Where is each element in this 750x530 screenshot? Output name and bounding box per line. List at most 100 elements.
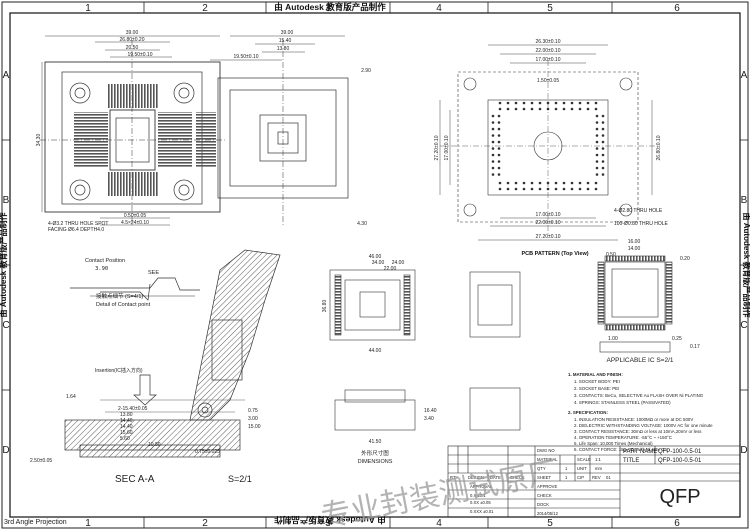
pcb-pad bbox=[498, 107, 502, 111]
pcb-pad bbox=[538, 181, 542, 185]
tb-design-label: DESIGN bbox=[468, 475, 484, 480]
sec-dim-5: 15.60 bbox=[120, 430, 133, 436]
top-view-pins-right bbox=[158, 112, 192, 168]
sec-dim-4: 14.40 bbox=[120, 424, 133, 430]
pcb-pad bbox=[601, 140, 605, 144]
note-2-1: 1. INSULATION RESISTANCE: 1000MΩ or more… bbox=[574, 417, 693, 422]
col-label-4-top: 4 bbox=[436, 3, 442, 14]
top-view-pins-bottom bbox=[108, 172, 158, 196]
hole-note-1: 4-Ø3.2 THRU HOLE SPOT bbox=[48, 221, 108, 227]
dimensions-caption-cn: 外形尺寸图 bbox=[361, 449, 389, 457]
pcb-pad bbox=[562, 107, 566, 111]
applicable-ic-view bbox=[597, 255, 673, 353]
pcb-pad bbox=[595, 127, 599, 131]
pcb-pad bbox=[595, 160, 599, 163]
sec-dim-3: 14.40 bbox=[120, 418, 133, 424]
section-caption: SEC A-A bbox=[115, 474, 155, 485]
insertion-label: Insertion(IC插入方向) bbox=[95, 367, 143, 374]
pcb-dim-width: 26.30±0.10 bbox=[536, 39, 561, 45]
note-1-4: 4. SPRINGS: STAINLESS STEEL (PASSIVATED) bbox=[574, 400, 671, 405]
pcb-pad bbox=[578, 101, 582, 105]
left-dim-height: 34.30 bbox=[36, 134, 42, 147]
pcb-pad bbox=[594, 181, 598, 185]
note-2-4: 4. OPERATION TEMPERATURE: -55°C ~ +150°C bbox=[574, 435, 672, 440]
edu-stamp-right: 由 Autodesk 教育版产品制作 bbox=[742, 213, 750, 318]
pcb-pad bbox=[586, 181, 590, 185]
tb-part-name: QFP-100-0.5-01 bbox=[658, 449, 702, 455]
pcb-pad bbox=[595, 147, 599, 150]
pcb-pad bbox=[498, 101, 502, 105]
tb-scale-value: 1:1 bbox=[595, 457, 601, 462]
ic-dim-2: 14.00 bbox=[628, 246, 641, 252]
row-label-a-left: A bbox=[3, 70, 10, 81]
pcb-pad bbox=[491, 173, 495, 176]
pcb-pad bbox=[601, 127, 605, 131]
row-label-d-right: D bbox=[740, 445, 747, 456]
tb-dwg-no-label: DWG NO bbox=[537, 448, 555, 453]
notes-heading-2: 2. SPECIFICATION: bbox=[568, 410, 608, 415]
col-label-4-bottom: 4 bbox=[436, 518, 442, 529]
pcb-pad bbox=[538, 101, 542, 105]
col-label-5-top: 5 bbox=[547, 3, 553, 14]
pcb-pad bbox=[522, 101, 526, 105]
contact-title: Contact Position bbox=[85, 258, 125, 264]
pcb-pad bbox=[522, 187, 526, 191]
pcb-pad bbox=[491, 153, 495, 157]
col-label-3-bottom: 3 bbox=[325, 518, 331, 529]
ic-dim-6: 0.25 bbox=[672, 336, 682, 342]
pcb-pad bbox=[506, 101, 510, 105]
dim-view-left: 36.80 bbox=[322, 300, 328, 313]
pcb-dim-bottom-3: 27.20±0.10 bbox=[536, 234, 561, 240]
pcb-pattern-view bbox=[440, 60, 655, 235]
pcb-pad bbox=[562, 101, 566, 105]
right-dim-outer: 15.40 bbox=[279, 38, 292, 44]
sec-dim-1: 2-15.40±0.05 bbox=[118, 406, 148, 412]
edu-stamp-left: 由 Autodesk 教育版产品制作 bbox=[0, 213, 8, 318]
note-1-1: 1. SOCKET BODY: PEI bbox=[574, 379, 620, 384]
dim-view-side-2: 3.40 bbox=[424, 416, 434, 422]
pcb-dim-right: 26.80±0.10 bbox=[656, 135, 662, 160]
pcb-pad bbox=[570, 181, 574, 185]
pcb-pad bbox=[530, 101, 534, 105]
contact-see: SEE bbox=[148, 270, 159, 276]
pcb-pad bbox=[586, 187, 590, 191]
pcb-pad bbox=[601, 121, 605, 124]
pcb-pad bbox=[506, 181, 510, 185]
tb-material-label: MATERIAL bbox=[537, 457, 558, 462]
pcb-pad bbox=[594, 107, 598, 111]
pcb-pad bbox=[491, 160, 495, 163]
pcb-pad bbox=[578, 181, 582, 185]
notes: 1. MATERIAL AND FINISH: 1. SOCKET BODY: … bbox=[568, 372, 713, 452]
tb-tolerance-2: 0.XX ±0.05 bbox=[470, 500, 491, 505]
pcb-pad bbox=[601, 134, 605, 137]
tb-title-label: TITLE bbox=[623, 458, 639, 464]
pcb-pad bbox=[601, 114, 605, 118]
pcb-pad bbox=[595, 121, 599, 124]
sec-dim-7: 1.64 bbox=[66, 394, 76, 400]
contact-detail bbox=[70, 277, 200, 301]
ic-dim-1: 16.00 bbox=[628, 239, 641, 245]
pcb-pad bbox=[538, 187, 542, 191]
pcb-pad bbox=[498, 181, 502, 185]
col-label-2-bottom: 2 bbox=[202, 518, 208, 529]
hole-note-2: FACING Ø6.4 DEPTH4.0 bbox=[48, 227, 104, 233]
pcb-pad bbox=[595, 173, 599, 176]
right-dim-inner: 13.80 bbox=[277, 46, 290, 52]
pcb-pad bbox=[497, 166, 501, 170]
pcb-pad bbox=[497, 134, 501, 137]
sec-right-dim-2: 3.00 bbox=[248, 416, 258, 422]
sec-right-dim-3: 15.00 bbox=[248, 424, 261, 430]
dim-view-top-1: 46.00 bbox=[369, 254, 382, 260]
tb-rev-value: 01 bbox=[606, 475, 611, 480]
col-label-6-bottom: 6 bbox=[674, 518, 680, 529]
row-label-b-left: B bbox=[3, 195, 10, 206]
tb-sheet-label: SHEET bbox=[537, 475, 551, 480]
tb-qty-label: QTY bbox=[537, 466, 546, 471]
tb-sheet-value: 1 bbox=[565, 475, 568, 480]
top-dim-cavity: 20.50 bbox=[126, 45, 139, 51]
tb-approval-label: APPROVAL bbox=[470, 484, 493, 489]
dimension-views bbox=[329, 269, 521, 431]
pcb-pad bbox=[497, 114, 501, 118]
col-label-1-top: 1 bbox=[85, 3, 91, 14]
note-2-6: 6. CONTACT FORCE: 15g~30g with Ni over C… bbox=[574, 447, 667, 452]
